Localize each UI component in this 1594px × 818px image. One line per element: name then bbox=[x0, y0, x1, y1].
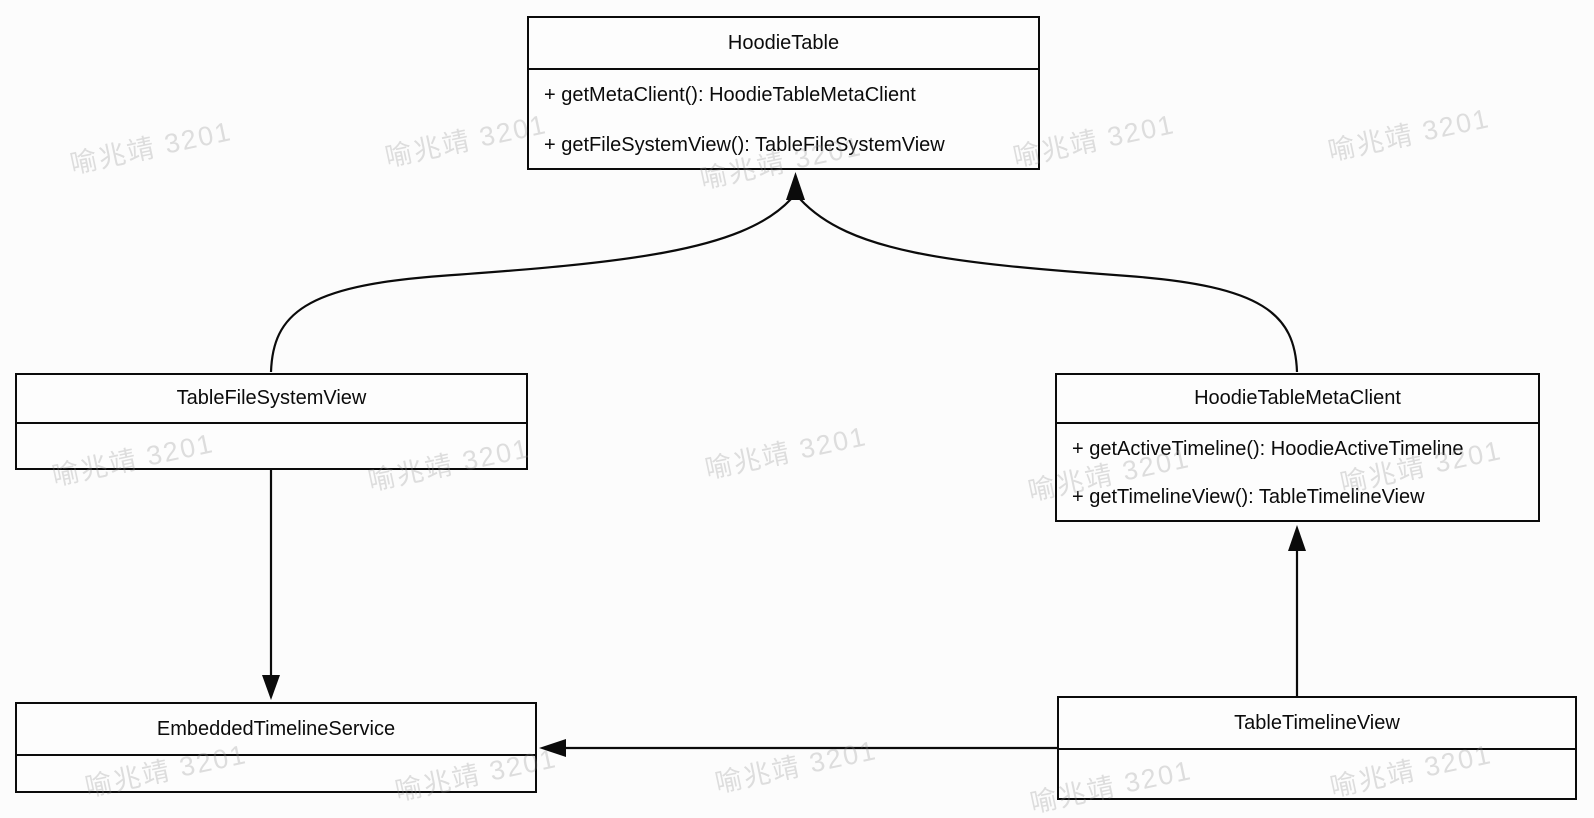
watermark-text: 喻兆靖 3201 bbox=[1325, 103, 1493, 167]
class-title-hoodietablemetaclient: HoodieTableMetaClient bbox=[1194, 387, 1401, 409]
watermark-text: 喻兆靖 3201 bbox=[702, 421, 870, 485]
methods-compartment: + getActiveTimeline(): HoodieActiveTimel… bbox=[1057, 424, 1538, 520]
class-title-tablefilesystemview: TableFileSystemView bbox=[176, 387, 367, 409]
class-title-hoodietable: HoodieTable bbox=[727, 31, 840, 54]
class-box-hoodietablemetaclient: HoodieTableMetaClient + getActiveTimelin… bbox=[1055, 373, 1540, 522]
compartment-divider bbox=[1059, 748, 1575, 750]
watermark-text: 喻兆靖 3201 bbox=[712, 735, 880, 799]
compartment-divider bbox=[1057, 422, 1538, 424]
compartment-divider bbox=[17, 754, 535, 756]
edge-hoodietablemetaclient-to-hoodietable bbox=[799, 198, 1299, 373]
arrowhead-up-hoodietable bbox=[786, 172, 805, 200]
empty-compartment bbox=[1059, 750, 1575, 798]
class-title-tabletimelineview: TableTimelineView bbox=[1234, 711, 1400, 734]
class-box-hoodietable: HoodieTable + getMetaClient(): HoodieTab… bbox=[527, 16, 1040, 170]
method-gettimelineview: + getTimelineView(): TableTimelineView bbox=[1072, 486, 1425, 508]
arrowhead-left-embeddedtimelineservice bbox=[539, 739, 566, 757]
arrowhead-down-embeddedtimelineservice bbox=[262, 675, 280, 700]
class-title-embeddedtimelineservice: EmbeddedTimelineService bbox=[156, 717, 396, 740]
method-getmetaclient: + getMetaClient(): HoodieTableMetaClient bbox=[544, 84, 916, 106]
watermark-text: 喻兆靖 3201 bbox=[67, 116, 235, 180]
compartment-divider bbox=[529, 68, 1038, 70]
class-box-tabletimelineview: TableTimelineView bbox=[1057, 696, 1577, 800]
class-box-tablefilesystemview: TableFileSystemView bbox=[15, 373, 528, 470]
methods-compartment: + getMetaClient(): HoodieTableMetaClient… bbox=[529, 70, 1038, 168]
arrowhead-up-hoodietablemetaclient bbox=[1288, 525, 1306, 551]
method-getfilesystemview: + getFileSystemView(): TableFileSystemVi… bbox=[544, 134, 945, 156]
empty-compartment bbox=[17, 756, 535, 791]
method-getactivetimeline: + getActiveTimeline(): HoodieActiveTimel… bbox=[1072, 438, 1464, 460]
edge-tablefilesystemview-to-hoodietable bbox=[269, 198, 792, 373]
class-box-embeddedtimelineservice: EmbeddedTimelineService bbox=[15, 702, 537, 793]
empty-compartment bbox=[17, 424, 526, 468]
watermark-text: 喻兆靖 3201 bbox=[382, 109, 550, 173]
compartment-divider bbox=[17, 422, 526, 424]
